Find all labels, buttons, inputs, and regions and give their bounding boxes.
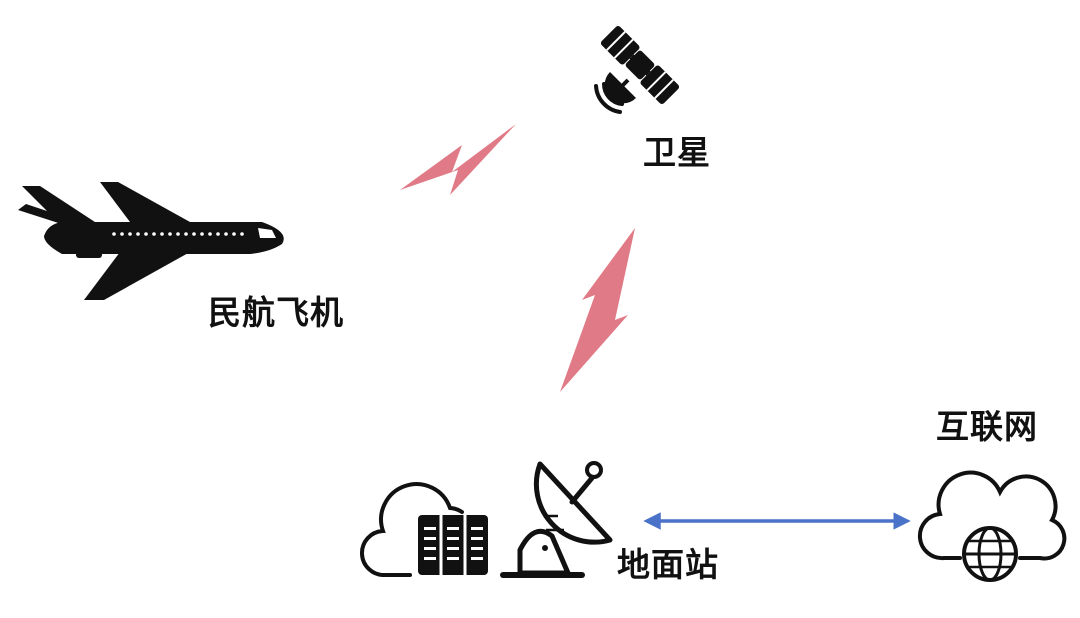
internet-label: 互联网 xyxy=(936,407,1038,446)
satellite-dish-icon xyxy=(500,461,613,578)
ground-station-label: 地面站 xyxy=(617,545,719,584)
airplane-icon xyxy=(18,182,284,300)
cloud-server-icon xyxy=(360,482,488,578)
satellite-label: 卫星 xyxy=(643,133,711,172)
satellite-icon xyxy=(594,25,680,114)
aircraft-label: 民航飞机 xyxy=(208,293,344,332)
signal-aircraft-satellite xyxy=(400,124,516,195)
cloud-globe-icon xyxy=(917,470,1067,582)
signal-satellite-ground xyxy=(560,228,635,392)
